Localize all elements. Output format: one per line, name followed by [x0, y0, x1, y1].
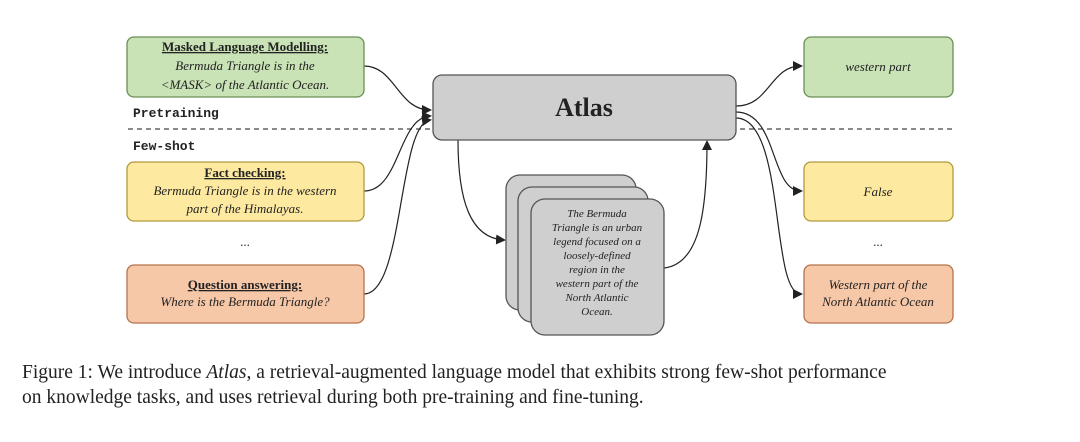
input-qa-box: Question answering: Where is the Bermuda…: [126, 264, 365, 324]
document-text-line: The Bermuda: [567, 208, 627, 220]
mlm-line1: Bermuda Triangle is in the: [175, 58, 315, 73]
o3-line2: North Atlantic Ocean: [821, 294, 934, 309]
mlm-line2: <MASK> of the Atlantic Ocean.: [161, 77, 330, 92]
document-text-line: region in the: [569, 264, 625, 276]
output-ellipsis: ...: [873, 234, 883, 249]
o2-text: False: [863, 184, 893, 199]
fact-line1: Bermuda Triangle is in the western: [153, 183, 336, 198]
arrow-atlas-to-o3: [735, 117, 803, 299]
arrow-atlas-to-o2: [735, 111, 803, 196]
o3-line1: Western part of the: [829, 277, 928, 292]
arrow-fact-to-atlas: [363, 111, 432, 192]
fact-title: Fact checking:: [204, 165, 285, 180]
input-ellipsis: ...: [240, 234, 250, 249]
arrow-atlas-to-documents: [457, 139, 506, 245]
caption-rest-line1: , a retrieval-augmented language model t…: [246, 362, 887, 383]
document-text-line: loosely-defined: [563, 250, 631, 262]
figure-caption: Figure 1: We introduce Atlas, a retrieva…: [22, 360, 1062, 410]
retrieved-documents-stack: The Bermuda Triangle is an urban legend …: [505, 174, 665, 336]
arrow-qa-to-atlas: [363, 116, 432, 295]
atlas-model-box: Atlas: [432, 74, 737, 141]
caption-line2: on knowledge tasks, and uses retrieval d…: [22, 387, 644, 408]
o1-text: western part: [845, 59, 911, 74]
fact-line2: part of the Himalayas.: [186, 201, 304, 216]
document-text-line: western part of the: [556, 278, 639, 290]
qa-line1: Where is the Bermuda Triangle?: [160, 294, 330, 309]
document-text-line: Triangle is an urban: [552, 222, 643, 234]
output-o1-box: western part: [803, 36, 954, 98]
fewshot-label: Few-shot: [133, 139, 195, 154]
qa-title: Question answering:: [188, 277, 302, 292]
document-text-line: legend focused on a: [553, 236, 641, 248]
input-mlm-box: Masked Language Modelling: Bermuda Trian…: [126, 36, 365, 98]
mlm-title: Masked Language Modelling:: [162, 39, 328, 54]
pretraining-label: Pretraining: [133, 106, 219, 121]
atlas-diagram: Pretraining Few-shot Masked Language Mod…: [126, 36, 954, 336]
output-o3-box: Western part of the North Atlantic Ocean: [803, 264, 954, 324]
output-o2-box: False: [803, 161, 954, 222]
input-fact-box: Fact checking: Bermuda Triangle is in th…: [126, 161, 365, 222]
atlas-title: Atlas: [555, 93, 613, 122]
caption-model-name: Atlas: [206, 362, 247, 383]
caption-prefix: Figure 1: We introduce: [22, 362, 207, 383]
arrow-documents-to-atlas: [663, 140, 712, 269]
document-text-line: Ocean.: [581, 306, 612, 318]
arrow-mlm-to-atlas: [363, 65, 432, 115]
document-card-front: [530, 198, 665, 336]
document-text-line: North Atlantic: [564, 292, 628, 304]
arrow-atlas-to-o1: [735, 61, 803, 107]
